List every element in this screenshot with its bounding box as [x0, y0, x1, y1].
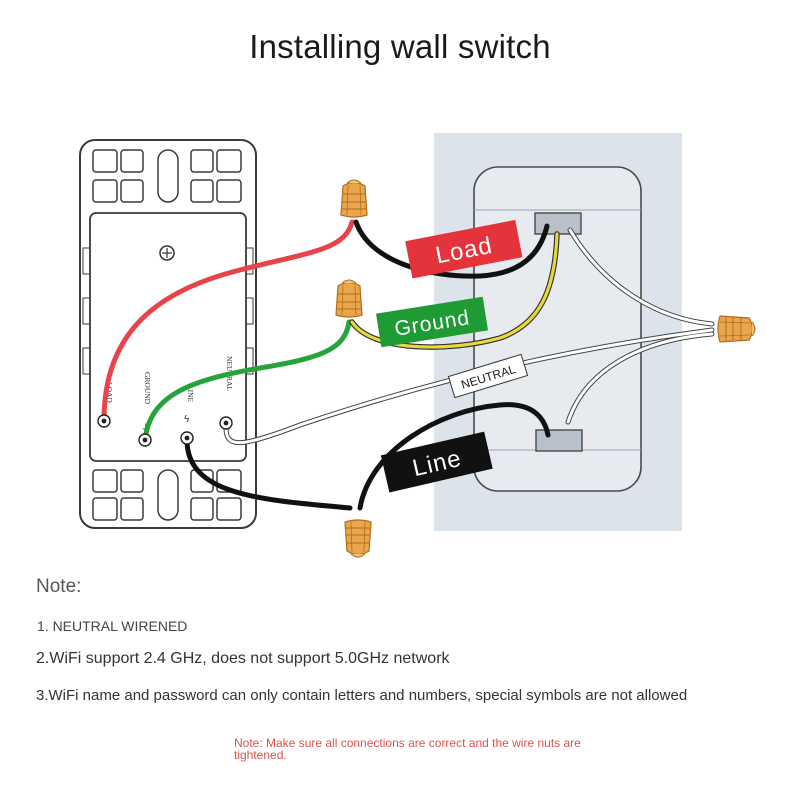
load-wire-nut: [340, 179, 368, 218]
neutral-box-bottom-wire: [566, 332, 714, 424]
line-wire: [184, 437, 353, 511]
page-title: Installing wall switch: [249, 28, 551, 65]
neutral-box-top-wire: [568, 228, 714, 326]
load-wire: [101, 219, 355, 423]
wires: [101, 219, 715, 511]
note-item-2: 2.WiFi support 2.4 GHz, does not support…: [36, 650, 450, 667]
terminal-label-ground: GROUND: [143, 372, 152, 405]
smart-switch: LOAD GROUND LINE NEUTRAL ⏚ ϟ: [79, 139, 257, 529]
line-wire-nut: [344, 519, 372, 558]
box-bottom-terminal: [535, 429, 583, 452]
terminal-label-load: LOAD: [105, 382, 114, 403]
neutral-wire: [224, 328, 714, 445]
box-line-wire: [357, 402, 551, 511]
note-item-3: 3.WiFi name and password can only contai…: [36, 687, 688, 704]
ground-wire: [142, 319, 352, 443]
notes-heading: Note:: [36, 576, 82, 597]
box-load-wire: [353, 219, 550, 279]
warning-note: Note: Make sure all connections are corr…: [234, 736, 581, 762]
ground-tag: Ground: [376, 296, 488, 348]
switch-terminals: [97, 414, 233, 447]
line-symbol: ϟ: [184, 414, 190, 425]
switch-body: [89, 212, 247, 462]
terminal-label-line: LINE: [186, 385, 195, 402]
neutral-wire-nut: [717, 315, 756, 343]
line-tag: Line: [380, 431, 493, 493]
box-top-terminal: [534, 212, 582, 235]
ground-wire-nut: [335, 279, 363, 318]
note-item-1: 1. NEUTRAL WIRENED: [37, 618, 188, 634]
load-tag: Load: [405, 219, 523, 279]
switch-screw: [159, 245, 175, 261]
